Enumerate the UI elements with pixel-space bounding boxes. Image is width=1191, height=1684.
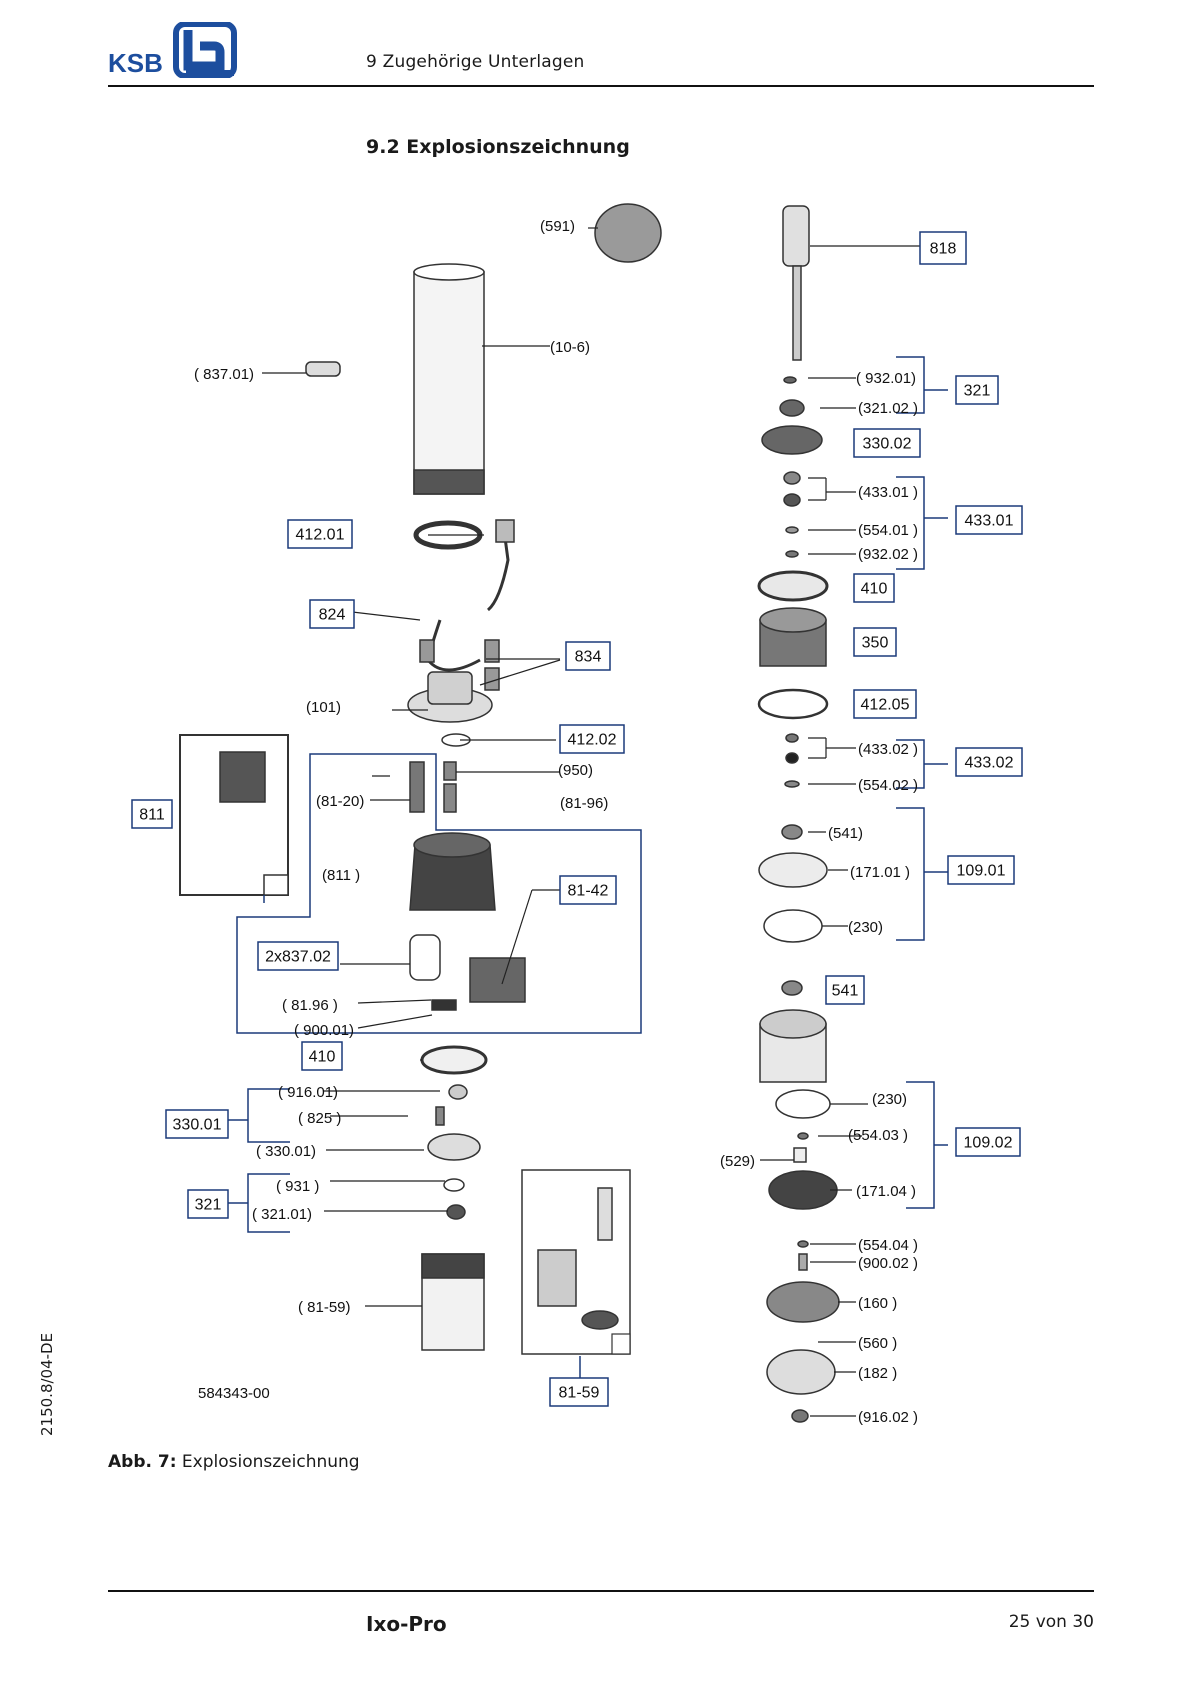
part-label: (81-20) — [316, 793, 364, 810]
part-label: ( 900.01) — [294, 1022, 354, 1039]
part-label: (529) — [720, 1153, 755, 1170]
part-label-box — [853, 627, 897, 657]
caption-prefix: Abb. 7: — [108, 1452, 177, 1472]
part-label: (230) — [848, 919, 883, 936]
svg-text:KSB: KSB — [108, 48, 163, 78]
part-label-box — [187, 1189, 229, 1219]
part-label-boxed: 81-59 — [559, 1385, 600, 1402]
footer-page-number: 25 von 30 — [1008, 1612, 1094, 1632]
part-label: (182 ) — [858, 1365, 897, 1382]
part-label: (433.02 ) — [858, 741, 918, 758]
part-label-boxed: 321 — [195, 1197, 222, 1214]
part-label-box — [309, 599, 355, 629]
part-label: (554.04 ) — [858, 1237, 918, 1254]
part-label-box — [955, 505, 1023, 535]
part-label-box — [955, 747, 1023, 777]
part-label: ( 321.01) — [252, 1206, 312, 1223]
part-label: (591) — [540, 218, 575, 235]
part-label: ( 81.96 ) — [282, 997, 338, 1014]
part-label: (81-96) — [560, 795, 608, 812]
part-label: (171.01 ) — [850, 864, 910, 881]
part-label-box — [955, 1127, 1021, 1157]
part-label: (554.02 ) — [858, 777, 918, 794]
part-label-boxed: 811 — [139, 807, 165, 824]
part-label-boxed: 818 — [930, 241, 957, 258]
part-label: (554.03 ) — [848, 1127, 908, 1144]
part-label-boxed: 412.01 — [296, 527, 345, 544]
part-label-boxed: 350 — [862, 635, 889, 652]
drawing-number: 584343-00 — [198, 1385, 270, 1402]
part-label: ( 330.01) — [256, 1143, 316, 1160]
part-label-boxed: 410 — [309, 1049, 336, 1066]
caption-text: Explosionszeichnung — [181, 1452, 360, 1472]
section-title: 9.2 Explosionszeichnung — [366, 136, 630, 158]
part-label: (950) — [558, 762, 593, 779]
part-label-boxed: 81-42 — [568, 883, 609, 900]
part-label-box — [565, 641, 611, 671]
part-label: ( 932.01) — [856, 370, 916, 387]
part-label-boxed: 109.02 — [964, 1135, 1013, 1152]
part-label-box — [559, 875, 617, 905]
part-label: (230) — [872, 1091, 907, 1108]
header-rule — [108, 85, 1094, 87]
part-label-box — [257, 941, 339, 971]
figure-caption: Abb. 7: Explosionszeichnung — [108, 1452, 360, 1472]
header-title: 9 Zugehörige Unterlagen — [366, 52, 585, 72]
part-label-boxed: 321 — [964, 383, 991, 400]
part-label-boxed: 109.01 — [957, 863, 1006, 880]
part-label: (10-6) — [550, 339, 590, 356]
part-label-boxed: 412.02 — [568, 732, 617, 749]
part-label: (541) — [828, 825, 863, 842]
part-label-box — [919, 231, 967, 265]
part-label-box — [287, 519, 353, 549]
part-label: (900.02 ) — [858, 1255, 918, 1272]
part-label: (433.01 ) — [858, 484, 918, 501]
part-label: ( 916.01) — [278, 1084, 338, 1101]
part-label-boxed: 330.01 — [173, 1117, 222, 1134]
part-label-box — [825, 975, 865, 1005]
part-label-box — [549, 1377, 609, 1407]
part-label-box — [947, 855, 1015, 885]
part-label: (560 ) — [858, 1335, 897, 1352]
ksb-logo: KSB — [108, 22, 237, 78]
part-label-box — [559, 724, 625, 754]
part-label: (321.02 ) — [858, 400, 918, 417]
part-label-box — [853, 573, 895, 603]
part-label-box — [301, 1041, 343, 1071]
part-label-boxed: 541 — [832, 983, 859, 1000]
part-label-boxed: 410 — [861, 581, 888, 598]
part-label-box — [165, 1109, 229, 1139]
part-label: (811 ) — [322, 867, 360, 884]
part-label-box — [131, 799, 173, 829]
part-label: (932.02 ) — [858, 546, 918, 563]
part-label: ( 81-59) — [298, 1299, 351, 1316]
part-label-boxed: 412.05 — [861, 697, 910, 714]
part-label-boxed: 834 — [575, 649, 602, 666]
part-label-boxed: 433.01 — [965, 513, 1014, 530]
part-label: (171.04 ) — [856, 1183, 916, 1200]
part-label: (101) — [306, 699, 341, 716]
part-label-box — [955, 375, 999, 405]
part-label: ( 825 ) — [298, 1110, 341, 1127]
footer-rule — [108, 1590, 1094, 1592]
part-label: (554.01 ) — [858, 522, 918, 539]
document-id: 2150.8/04-DE — [38, 1332, 56, 1436]
part-label-boxed: 433.02 — [965, 755, 1014, 772]
part-label: (916.02 ) — [858, 1409, 918, 1426]
part-label-box — [853, 428, 921, 458]
part-label-boxed: 330.02 — [863, 436, 912, 453]
footer-product: Ixo-Pro — [366, 1612, 447, 1636]
part-label-box — [853, 689, 917, 719]
part-label: (160 ) — [858, 1295, 897, 1312]
part-label: ( 837.01) — [194, 366, 254, 383]
part-label-boxed: 2x837.02 — [265, 949, 331, 966]
part-label: ( 931 ) — [276, 1178, 319, 1195]
part-label-boxed: 824 — [319, 607, 346, 624]
